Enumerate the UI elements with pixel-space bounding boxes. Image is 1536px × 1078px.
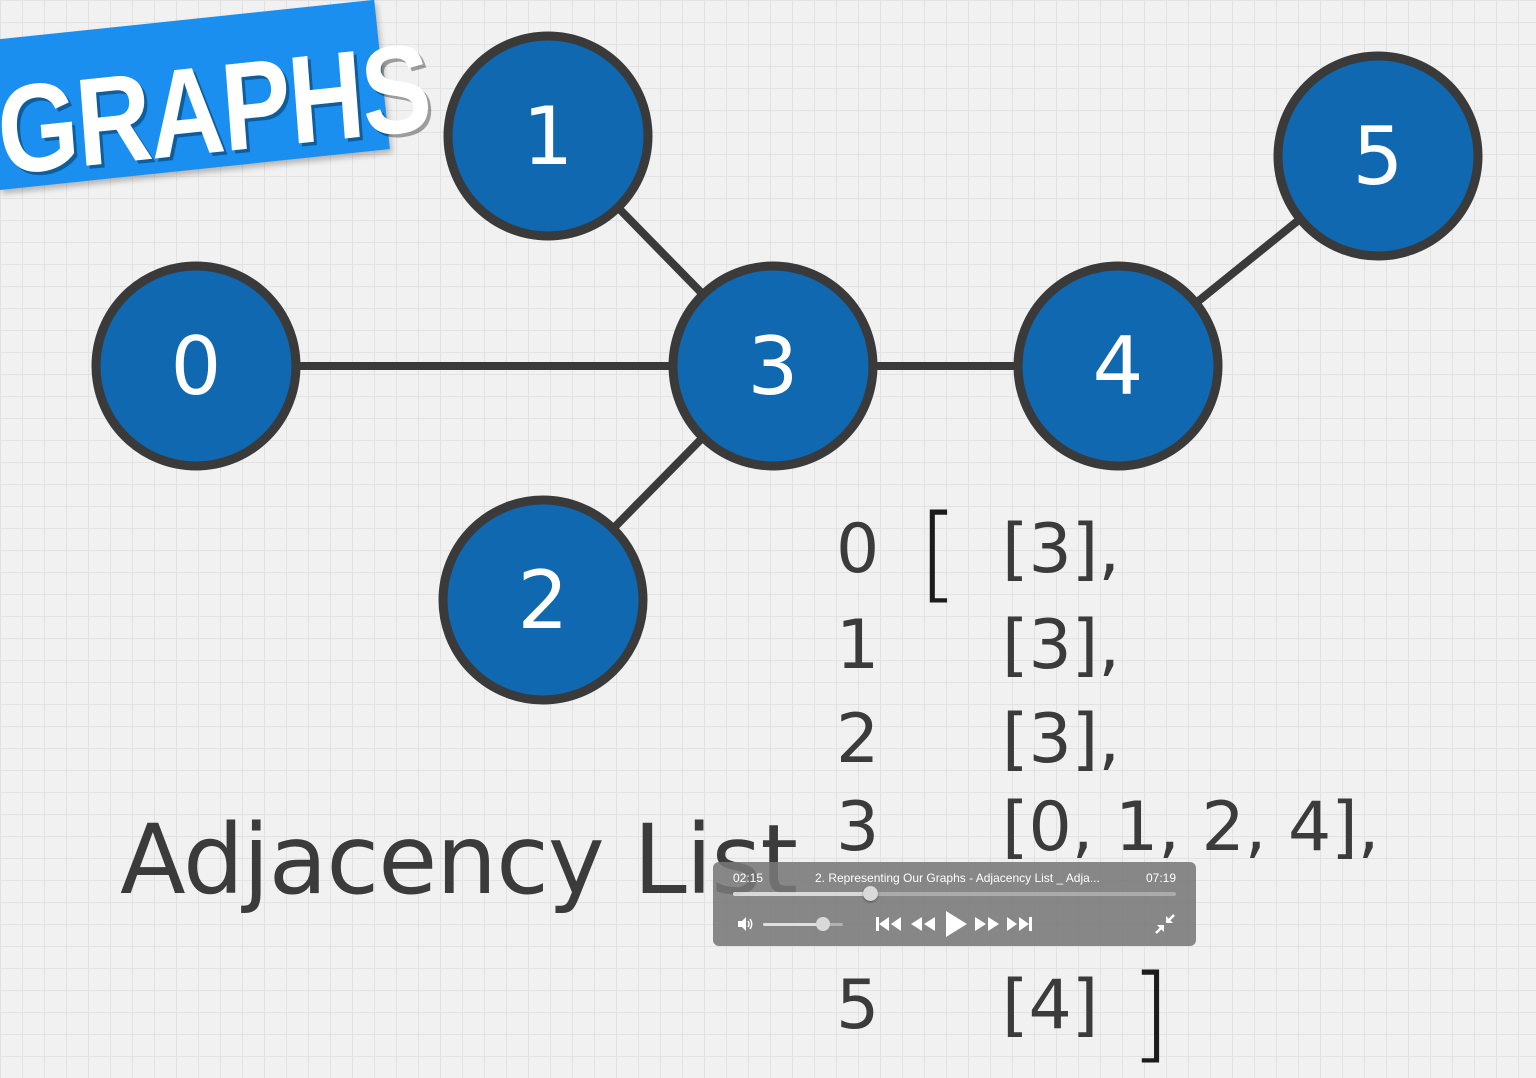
volume-slider[interactable] <box>763 917 843 931</box>
graph-node-2: 2 <box>438 495 648 705</box>
graph-node-1: 1 <box>443 31 653 241</box>
adjacency-row-list: [4] <box>1002 966 1099 1045</box>
progress-scrubber[interactable] <box>863 886 879 901</box>
graph-nodes: 0 1 2 3 4 5 <box>91 31 1483 705</box>
graph-node-label: 3 <box>748 320 799 413</box>
adjacency-row-index: 0 <box>836 510 880 589</box>
fast-forward-icon[interactable] <box>973 912 1001 936</box>
graph-node-label: 5 <box>1353 110 1404 203</box>
exit-fullscreen-icon[interactable] <box>1153 912 1177 936</box>
graph-node-circle <box>438 495 648 705</box>
elapsed-time: 02:15 <box>733 871 764 885</box>
total-duration: 07:19 <box>1145 871 1176 885</box>
volume-knob[interactable] <box>816 917 830 931</box>
progress-fill <box>733 892 871 896</box>
adjacency-row-index: 2 <box>836 700 880 779</box>
graph-node-label: 1 <box>523 90 574 183</box>
adjacency-row-list: [3], <box>1002 606 1120 685</box>
progress-bar[interactable] <box>733 886 1176 901</box>
graph-node-circle <box>668 261 878 471</box>
graph-node-circle <box>1013 261 1223 471</box>
video-title: 2. Representing Our Graphs - Adjacency L… <box>815 871 1100 885</box>
graph-node-3: 3 <box>668 261 878 471</box>
graph-node-5: 5 <box>1273 51 1483 261</box>
adjacency-list-title: Adjacency List <box>120 804 798 916</box>
adjacency-row-list: [3], <box>1002 700 1120 779</box>
volume-fill <box>763 923 823 926</box>
graph-node-label: 4 <box>1093 320 1144 413</box>
rewind-icon[interactable] <box>909 912 937 936</box>
graph-node-circle <box>443 31 653 241</box>
graph-node-label: 0 <box>171 320 222 413</box>
open-bracket: [ <box>918 492 959 614</box>
volume-icon[interactable] <box>737 916 755 932</box>
adjacency-row-index: 1 <box>836 606 880 685</box>
play-icon[interactable] <box>943 911 969 937</box>
graph-node-circle <box>1273 51 1483 261</box>
skip-forward-icon[interactable] <box>1005 912 1035 936</box>
video-player-controls: 02:15 2. Representing Our Graphs - Adjac… <box>713 862 1196 946</box>
skip-back-icon[interactable] <box>875 912 903 936</box>
adjacency-row-list: [0, 1, 2, 4], <box>1002 788 1380 867</box>
adjacency-row-list: [3], <box>1002 510 1120 589</box>
adjacency-row-index: 3 <box>836 788 880 867</box>
graph-node-circle <box>91 261 301 471</box>
graph-node-label: 2 <box>518 554 569 647</box>
graph-node-0: 0 <box>91 261 301 471</box>
graph-node-4: 4 <box>1013 261 1223 471</box>
close-bracket: ] <box>1130 952 1171 1074</box>
adjacency-row-index: 5 <box>836 966 880 1045</box>
